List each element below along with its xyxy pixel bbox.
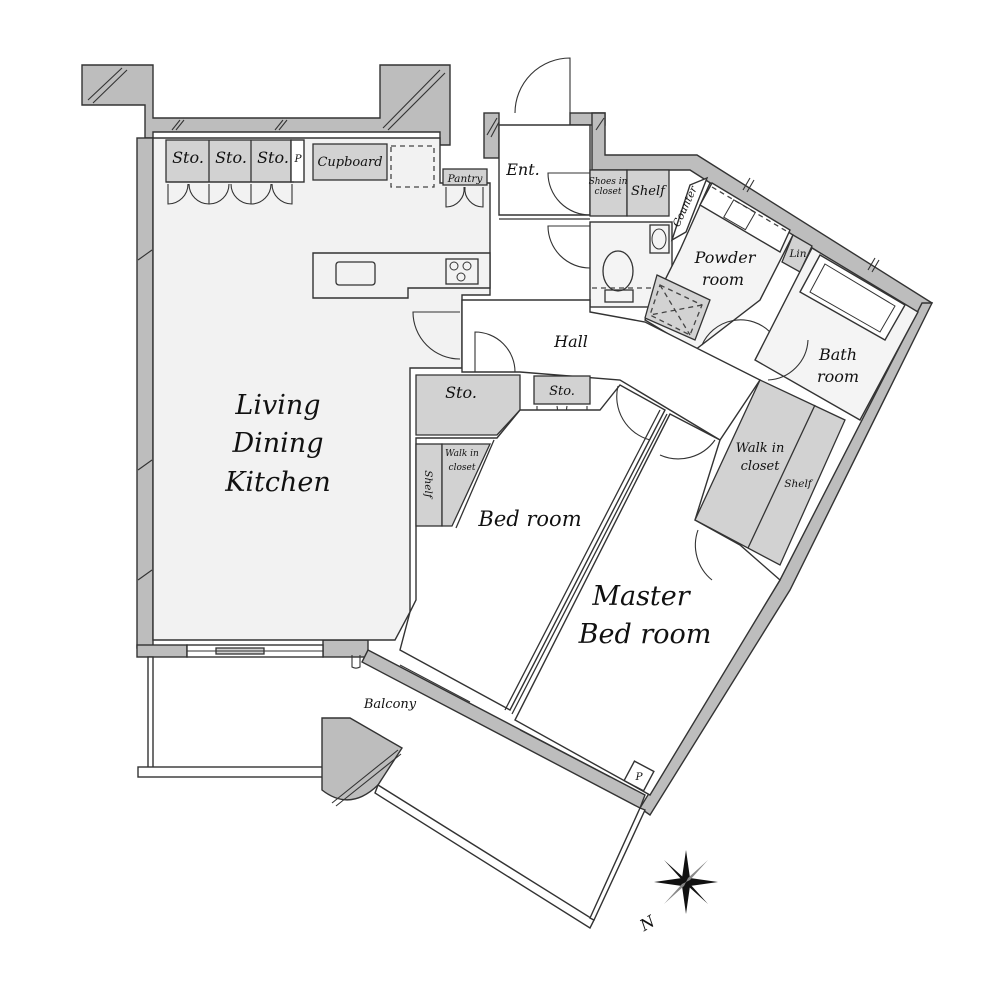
label-sto-3: Sto.: [257, 148, 289, 167]
hall-storage-right: [533, 375, 591, 405]
label-entrance-shelf: Shelf: [631, 184, 667, 199]
fridge-space: [390, 145, 435, 188]
master-bed-room-floor: [514, 413, 781, 796]
label-entrance: Ent.: [505, 160, 540, 179]
label-ldk-1: Living: [234, 390, 320, 421]
hall-floor: [461, 299, 762, 441]
label-master-walkin-1: Walk in: [736, 441, 785, 456]
powder-room: [644, 176, 813, 351]
label-sto-1: Sto.: [172, 148, 204, 167]
label-bed-walkin-2: closet: [449, 463, 476, 473]
cooktop-icon: [445, 258, 479, 285]
ldk-window: [186, 644, 324, 658]
label-bed-room: Bed room: [477, 507, 581, 531]
master-door: [659, 439, 716, 460]
label-powder-1: Powder: [694, 248, 757, 267]
bath-room: [754, 247, 919, 421]
label-bath-2: room: [817, 367, 859, 386]
cupboard: [312, 143, 388, 181]
label-shoes-2: closet: [595, 187, 622, 197]
label-ldk-2: Dining: [232, 428, 324, 459]
label-master-2: Bed room: [578, 619, 712, 650]
sink-icon: [335, 261, 376, 286]
ldk-hall-door: [412, 311, 461, 360]
fixture-labels: Sto. Sto. Sto. P Cupboard Pantry Shoes i…: [172, 148, 814, 935]
kitchen-island: [312, 252, 491, 299]
label-pantry: Pantry: [447, 173, 484, 185]
bedroom-door: [616, 385, 651, 441]
label-sto-2: Sto.: [215, 148, 247, 167]
hall-storage-door: [474, 331, 516, 373]
kitchen-storage-units: [165, 139, 305, 205]
label-master-p: P: [634, 771, 643, 783]
label-bed-walkin-1: Walk in: [445, 449, 479, 459]
balcony: [137, 656, 646, 930]
shoe-closet-door: [547, 172, 591, 216]
master-p-shaft: [623, 760, 655, 792]
shoe-closet: [589, 169, 670, 217]
compass-north-label: N: [636, 911, 659, 935]
label-bath-1: Bath: [818, 345, 857, 364]
master-walk-in-closet: [694, 379, 846, 566]
hall-storage-left: [415, 374, 521, 436]
label-master-1: Master: [591, 581, 691, 612]
label-ldk-3: Kitchen: [224, 467, 331, 498]
compass-rose-icon: [654, 850, 718, 914]
label-powder-2: room: [702, 270, 744, 289]
balcony-door: [351, 655, 361, 669]
master-closet-door: [694, 529, 713, 581]
label-cupboard: Cupboard: [317, 155, 382, 170]
toilet-icon: [602, 250, 634, 292]
wall-hatching: [87, 67, 880, 581]
label-hall-sto-right: Sto.: [549, 384, 575, 399]
bedroom-walk-in-closet: [415, 439, 495, 529]
label-master-shelf: Shelf: [784, 478, 814, 490]
label-hall: Hall: [553, 332, 588, 351]
label-bed-shelf: Shelf: [422, 470, 434, 500]
label-kitchen-p: P: [293, 153, 302, 165]
label-shoes-1: Shoes in: [589, 177, 628, 187]
label-hall-sto-left: Sto.: [445, 383, 477, 402]
bedroom-windows: [399, 664, 611, 778]
front-door: [514, 57, 571, 114]
label-master-walkin-2: closet: [741, 459, 781, 474]
pantry-unit: [442, 168, 488, 208]
label-linen: Lin: [788, 248, 806, 260]
label-balcony: Balcony: [363, 697, 417, 712]
room-labels: Living Dining Kitchen Ent. Hall Powder r…: [224, 160, 859, 712]
